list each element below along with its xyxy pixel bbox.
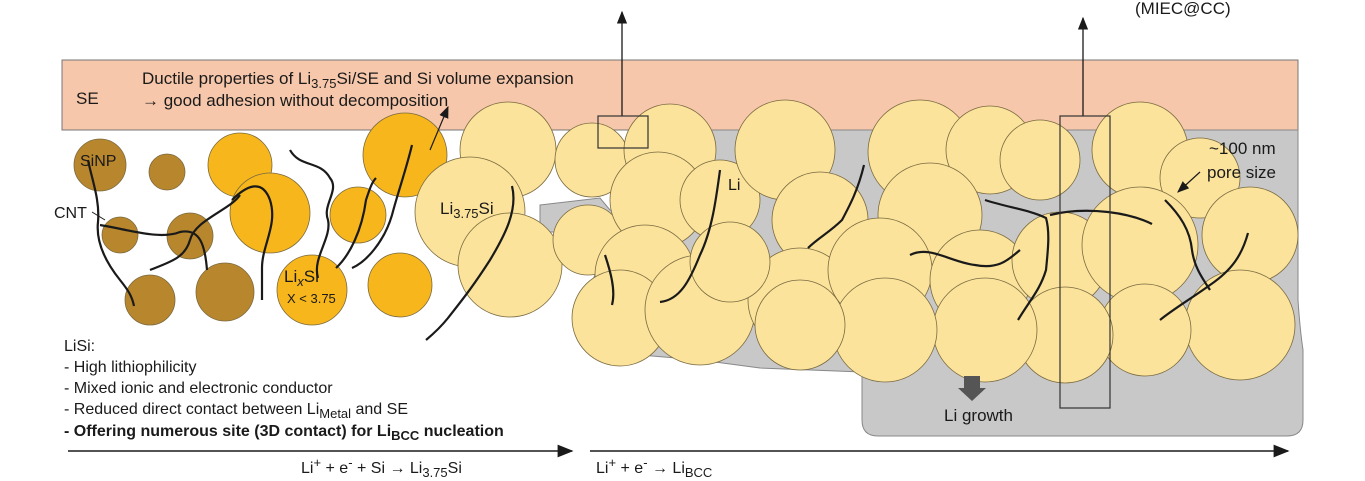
- sinp-particle: [148, 153, 186, 191]
- cnt-label: CNT: [54, 205, 87, 222]
- pore-pointer-arrow: [1177, 171, 1201, 193]
- li375si-particle: [832, 277, 938, 383]
- particles-group: [73, 99, 1299, 384]
- li-growth-arrow: [958, 376, 986, 401]
- lixsi-particle: [367, 252, 433, 318]
- lixsi-particle: [362, 112, 448, 198]
- interface-box-right: [1059, 115, 1111, 409]
- lixsi-particle: [276, 254, 348, 326]
- interface-box-left: [597, 115, 649, 149]
- li375si-particle: [1201, 186, 1299, 284]
- pore-size-line-2: pore size: [1207, 163, 1276, 182]
- li-label: Li: [728, 177, 740, 194]
- li375si-particle: [1184, 269, 1296, 381]
- lisi-item-3: - Reduced direct contact between LiMetal…: [64, 401, 408, 421]
- lisi-item-4: - Offering numerous site (3D contact) fo…: [64, 423, 504, 443]
- li375si-label: Li3.75Si: [440, 199, 494, 221]
- li375si-particle: [754, 279, 846, 371]
- ductile-line-1: Ductile properties of Li3.75Si/SE and Si…: [142, 69, 574, 91]
- li375si-particle: [689, 221, 771, 303]
- lixsi-note: X < 3.75: [287, 291, 336, 306]
- cnt-fibers: [86, 144, 1250, 341]
- lixsi-particle: [229, 172, 311, 254]
- miec-label: (MIEC@CC): [1135, 0, 1231, 18]
- lixsi-label: LixSi: [284, 267, 319, 289]
- cnt-pointer-line: [91, 211, 106, 221]
- sinp-label: SiNP: [80, 153, 116, 170]
- sinp-particle: [124, 274, 176, 326]
- sinp-particle: [101, 216, 139, 254]
- pore-size-line-1: ~100 nm: [1209, 139, 1276, 158]
- li375si-particle: [457, 212, 563, 318]
- ductile-pointer-arrow: [429, 105, 449, 151]
- sinp-particle: [73, 138, 127, 192]
- reaction-plating: Li+ + e- → LiBCC: [596, 455, 712, 480]
- li375si-particle: [932, 277, 1038, 383]
- se-label: SE: [76, 89, 99, 108]
- reaction-lithiation: Li+ + e- + Si → Li3.75Si: [301, 455, 462, 480]
- lisi-title: LiSi:: [64, 338, 95, 355]
- sinp-particle: [195, 262, 255, 322]
- lisi-item-1: - High lithiophilicity: [64, 359, 197, 376]
- ductile-line-2: → good adhesion without decomposition: [142, 91, 448, 110]
- li-growth-label: Li growth: [944, 406, 1013, 425]
- lisi-item-2: - Mixed ionic and electronic conductor: [64, 380, 333, 397]
- lixsi-particle: [329, 186, 387, 244]
- li375si-particle: [999, 119, 1081, 201]
